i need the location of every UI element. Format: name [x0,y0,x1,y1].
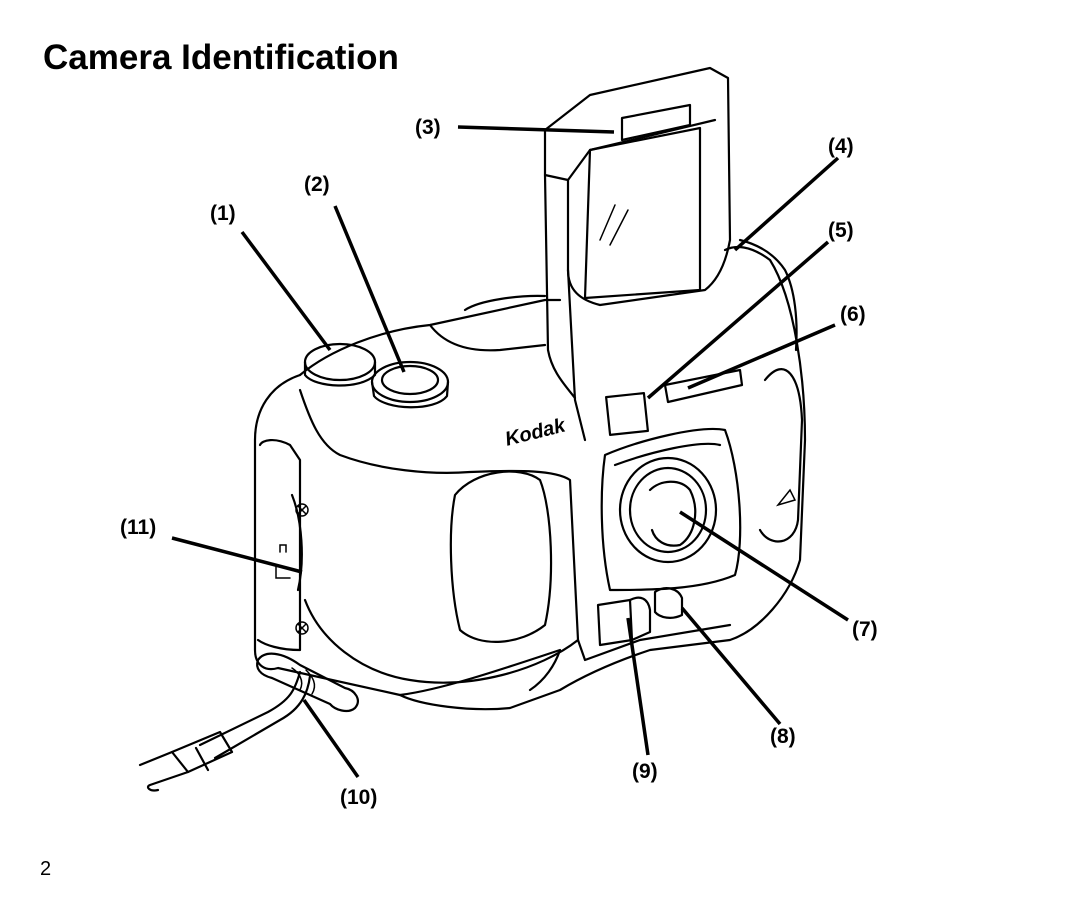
side-panel [758,368,804,543]
leader-lines [171,125,849,779]
leader-line-4 [733,156,840,252]
callout-label-3: (3) [415,116,441,139]
camera-body [253,245,807,711]
leader-line-10 [302,698,360,779]
callout-label-9: (9) [632,760,658,783]
top-deck [298,298,562,377]
leader-line-8 [680,606,782,726]
callout-label-11: (11) [120,516,156,539]
callout-label-5: (5) [828,219,854,242]
strap-lug [256,652,359,713]
callout-labels: (1) (2) (3) (4) (5) (6) (7) (8) (9) (10)… [120,116,878,809]
battery-door [290,493,303,592]
lens-housing [600,427,742,592]
callout-label-10: (10) [340,786,377,809]
page-title: Camera Identification [43,38,399,77]
callout-label-8: (8) [770,725,796,748]
strap-tab [170,730,234,774]
leader-line-7 [679,510,849,622]
grip-pad [449,470,553,643]
leader-line-2 [333,205,406,373]
leader-line-11 [171,536,303,574]
leader-line-1 [240,230,332,352]
leader-line-5 [646,240,830,400]
leader-line-6 [687,323,836,390]
flash-window [583,126,702,300]
flash-lens [620,103,692,142]
callout-label-1: (1) [210,202,236,225]
leader-line-9 [626,617,650,756]
callout-label-2: (2) [304,173,330,196]
door-screw-top [295,503,309,517]
leader-line-3 [457,125,615,134]
callout-label-7: (7) [852,618,878,641]
kodak-logo: Kodak [503,414,568,450]
wrist-strap [198,670,302,747]
camera-illustration: Kodak [138,66,807,792]
lens-barrel [618,456,718,564]
callout-label-6: (6) [840,303,866,326]
battery-symbol-icon [275,544,291,579]
sensor-window [605,392,649,436]
callout-label-4: (4) [828,135,854,158]
grip-outline [298,388,580,684]
door-screw-bottom [295,621,309,635]
flash-arm [543,66,732,307]
end-panel [256,439,302,652]
page-number: 2 [40,858,52,880]
camera-base [398,648,562,697]
lens-glass [648,480,697,547]
window-8 [653,587,684,619]
